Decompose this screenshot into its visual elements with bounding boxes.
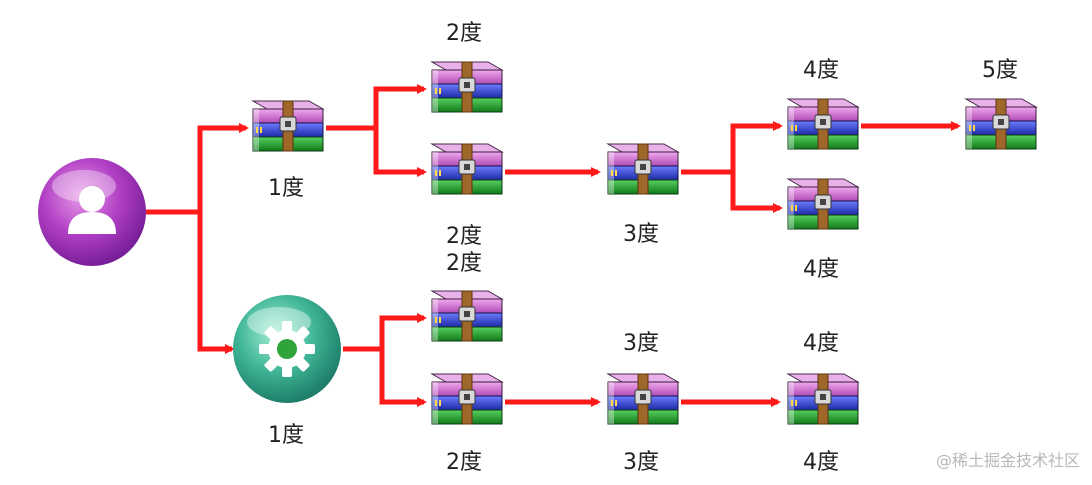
archive-node-3du-top — [607, 143, 679, 195]
edge-3du-to-4du-a — [730, 121, 783, 172]
label-2du-b: 2度 — [446, 224, 482, 249]
label-3du-bottom: 3度 — [623, 450, 659, 475]
gear-node — [233, 295, 341, 403]
archive-node-5du — [965, 98, 1037, 150]
label-3du-mid: 3度 — [623, 331, 659, 356]
watermark: @稀土掘金技术社区 — [935, 451, 1080, 470]
edge-1du-to-2du-a — [373, 84, 427, 128]
edge-gear-to-2du-a — [379, 313, 427, 349]
archive-node-2du-d — [431, 373, 503, 425]
archive-node-2du-c — [431, 290, 503, 342]
edge-root-to-gear — [197, 212, 235, 354]
label-2du-a: 2度 — [446, 21, 482, 46]
label-5du: 5度 — [982, 58, 1018, 83]
archive-node-2du-a — [431, 61, 503, 113]
label-3du-top: 3度 — [623, 222, 659, 247]
edge-gear-to-2du-b — [379, 349, 427, 407]
label-1du-bottom: 1度 — [268, 423, 304, 448]
edge-root-to-1du-top — [197, 123, 249, 212]
label-4du-a: 4度 — [803, 58, 839, 83]
archive-node-1du-top — [252, 100, 324, 152]
archive-node-3du-bottom — [607, 373, 679, 425]
user-node — [38, 158, 146, 266]
label-4du-bottom: 4度 — [803, 450, 839, 475]
label-1du-top: 1度 — [268, 176, 304, 201]
edge-3du-to-4du-b — [730, 172, 783, 213]
label-4du-b: 4度 — [803, 257, 839, 282]
label-2du-d: 2度 — [446, 450, 482, 475]
label-4du-mid: 4度 — [803, 331, 839, 356]
edges — [146, 84, 961, 407]
archive-node-4du-b — [787, 178, 859, 230]
archive-node-4du-a — [787, 98, 859, 150]
archive-node-2du-b — [431, 143, 503, 195]
user-icon — [68, 186, 116, 234]
gear-icon — [259, 321, 315, 377]
label-2du-c: 2度 — [446, 251, 482, 276]
archive-node-4du-bottom — [787, 373, 859, 425]
edge-1du-to-2du-b — [373, 128, 427, 177]
